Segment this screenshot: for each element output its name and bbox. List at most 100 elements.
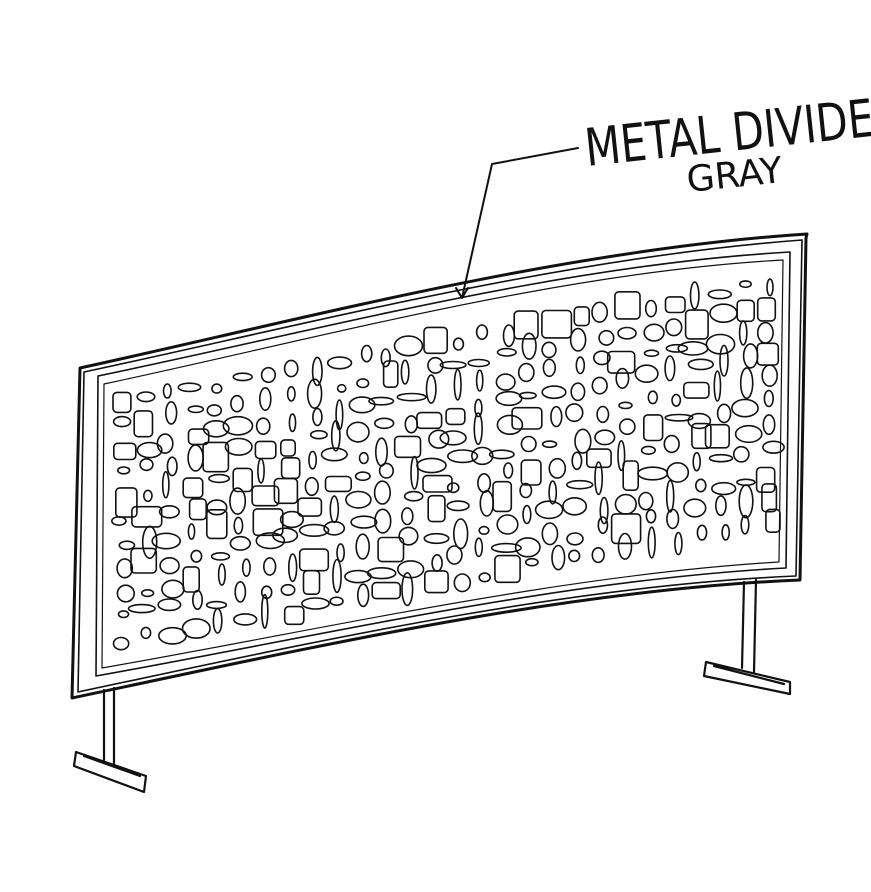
- perforation-hole: [212, 607, 223, 634]
- perforation-hole: [598, 329, 615, 346]
- perforation-hole: [664, 296, 686, 314]
- left-leg: [102, 686, 116, 766]
- perforation-hole: [663, 434, 680, 454]
- perforation-hole: [591, 301, 608, 323]
- perforation-hole: [664, 355, 676, 382]
- perforation-hole: [161, 470, 170, 499]
- perforation-hole: [136, 441, 163, 459]
- perforation-hole: [273, 477, 299, 505]
- perforation-hole: [573, 306, 590, 327]
- perforation-hole: [637, 466, 669, 481]
- perforation-hole: [645, 508, 657, 524]
- perforation-hole: [380, 348, 391, 368]
- perforation-hole: [550, 405, 563, 428]
- perforation-hole: [393, 435, 422, 459]
- perforation-hole: [156, 433, 174, 454]
- perforation-hole: [374, 437, 388, 467]
- perforation-hole: [677, 340, 709, 356]
- perforation-hole: [416, 411, 443, 430]
- perforation-hole: [694, 478, 707, 493]
- perforation-hole: [161, 579, 185, 599]
- perforation-hole: [689, 281, 700, 310]
- perforation-hole: [643, 323, 665, 342]
- perforation-hole: [159, 556, 180, 575]
- perforation-hole: [477, 472, 492, 493]
- perforation-pattern: [111, 278, 785, 651]
- perforation-hole: [427, 494, 446, 523]
- perforation-hole: [664, 413, 694, 422]
- perforation-hole: [615, 367, 630, 390]
- perforation-hole: [320, 447, 348, 462]
- perforation-hole: [453, 518, 469, 550]
- perforation-hole: [704, 423, 731, 449]
- right-foot: [702, 660, 792, 696]
- perforation-hole: [280, 583, 296, 596]
- perforation-hole: [309, 429, 328, 440]
- perforation-hole: [404, 415, 419, 434]
- perforation-hole: [401, 571, 414, 607]
- perforation-hole: [272, 527, 299, 544]
- perforation-hole: [666, 461, 690, 483]
- perforation-hole: [614, 290, 641, 320]
- perforation-hole: [637, 491, 654, 511]
- perforation-hole: [682, 381, 710, 399]
- perforation-hole: [766, 278, 774, 297]
- perforation-hole: [502, 324, 516, 348]
- left-foot: [72, 750, 148, 794]
- perforation-hole: [513, 310, 539, 340]
- perforation-hole: [541, 385, 567, 400]
- perforation-hole: [230, 394, 244, 413]
- perforation-hole: [565, 479, 594, 490]
- perforation-hole: [205, 600, 228, 610]
- perforation-hole: [425, 374, 437, 404]
- perforation-hole: [439, 430, 467, 446]
- perforation-hole: [251, 485, 280, 507]
- perforation-hole: [141, 525, 158, 560]
- perforation-hole: [762, 414, 776, 436]
- perforation-hole: [423, 570, 449, 594]
- perforation-hole: [473, 412, 483, 446]
- perforation-hole: [756, 342, 780, 366]
- perforation-hole: [683, 498, 707, 518]
- perforation-hole: [224, 437, 253, 456]
- perforation-hole: [366, 566, 397, 580]
- perforation-hole: [593, 350, 611, 366]
- perforation-hole: [514, 537, 541, 558]
- perforation-hole: [358, 451, 369, 465]
- perforation-hole: [475, 369, 484, 392]
- perforation-hole: [666, 508, 680, 530]
- perforation-hole: [618, 418, 636, 436]
- perforation-hole: [736, 299, 756, 323]
- perforation-hole: [671, 393, 682, 407]
- perforation-hole: [136, 391, 156, 403]
- perforation-hole: [311, 356, 323, 387]
- perforation-hole: [233, 516, 244, 535]
- perforation-hole: [306, 378, 323, 410]
- panel-frame: [70, 232, 809, 700]
- perforation-hole: [719, 344, 729, 377]
- perforation-hole: [371, 581, 402, 600]
- perforation-hole: [707, 289, 733, 300]
- perforation-hole: [355, 533, 371, 560]
- perforation-hole: [452, 337, 465, 351]
- perforation-hole: [324, 475, 353, 493]
- perforation-hole: [403, 490, 424, 502]
- perforation-hole: [211, 383, 223, 394]
- perforation-hole: [614, 493, 637, 515]
- perforation-hole: [116, 558, 134, 579]
- perforation-hole: [731, 398, 759, 418]
- perforation-hole: [217, 563, 226, 586]
- perforation-hole: [617, 326, 637, 340]
- perforation-hole: [495, 390, 523, 407]
- perforation-hole: [206, 499, 228, 516]
- perforation-hole: [565, 403, 584, 423]
- perforation-hole: [112, 636, 130, 651]
- perforation-hole: [115, 487, 138, 518]
- perforation-hole: [617, 532, 633, 560]
- perforation-hole: [765, 508, 781, 533]
- perforation-hole: [710, 481, 737, 496]
- perforation-hole: [756, 297, 777, 322]
- perforation-hole: [181, 618, 211, 639]
- perforation-hole: [330, 419, 341, 452]
- perforation-hole: [297, 497, 323, 517]
